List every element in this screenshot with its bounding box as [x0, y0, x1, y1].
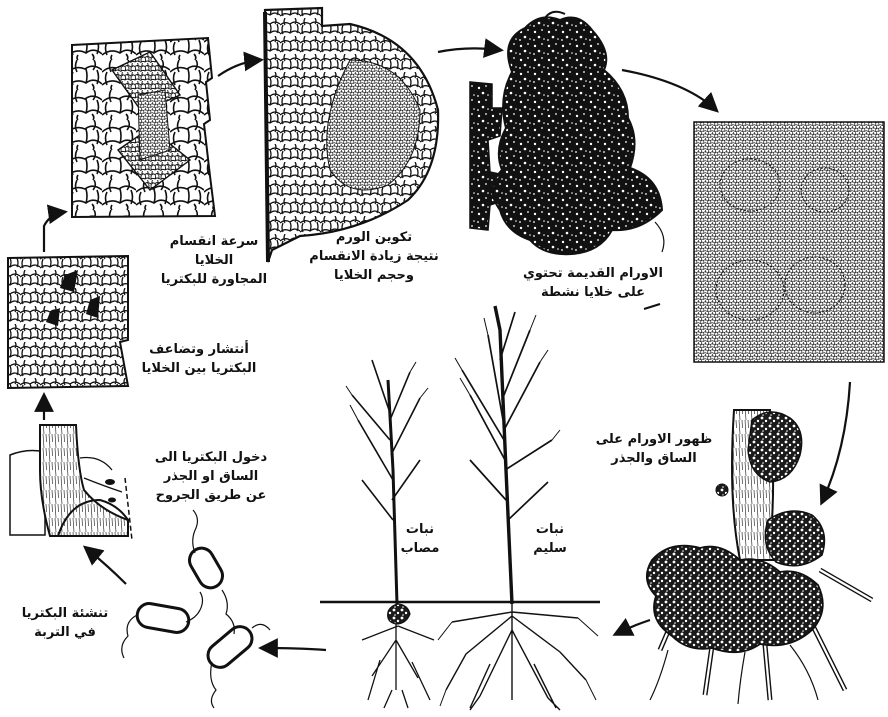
- old-tumor-illustration: [470, 12, 664, 254]
- soil-bacteria-illustration: [122, 510, 270, 708]
- label-healthy-plant: نبات سليم: [526, 520, 574, 558]
- label-bacteria-entry: دخول البكتريا الى الساق او الجذر عن طريق…: [146, 448, 276, 505]
- label-tumor-formation: تكوين الورم نتيجة زيادة الانقسام وحجم ال…: [302, 228, 446, 285]
- tissue-panel-tumor-forming: [265, 8, 438, 262]
- arrow-soil-to-stem: [86, 548, 126, 584]
- label-tumors-appear: ظهور الاورام على الساق والجذر: [588, 430, 720, 468]
- plants-illustration: [320, 306, 600, 710]
- label-infected-plant: نبات مصاب: [394, 520, 446, 558]
- healthy-plant-drawing: [438, 306, 598, 710]
- arrow-spread-to-panel1: [44, 212, 64, 252]
- pointer-old-tumor-label: [644, 304, 660, 309]
- arrow-galls-to-plants: [616, 620, 650, 634]
- arrow-panel1-to-panel2: [218, 60, 260, 76]
- arrow-panel4-to-galls: [822, 382, 850, 502]
- arrow-panel2-to-panel3: [438, 48, 500, 52]
- tumor-cell-mass-panel: [694, 122, 884, 362]
- label-rapid-division: سرعة انقسام الخلايا المجاورة للبكتريا: [150, 232, 278, 289]
- arrow-plants-to-soil: [262, 648, 326, 650]
- bacteria-spread-panel: [8, 256, 128, 388]
- arrow-panel3-to-panel4: [622, 70, 716, 110]
- label-spread-multiply: أنتشار وتضاعف البكتريا بين الخلايا: [134, 340, 264, 378]
- label-old-tumors: الاورام القديمة تحتوي على خلايا نشطة: [510, 264, 676, 302]
- label-bacteria-in-soil: تنشئة البكتريا في التربة: [6, 604, 124, 642]
- tissue-panel-initial: [72, 38, 215, 217]
- stem-wound-entry-panel: [10, 425, 132, 540]
